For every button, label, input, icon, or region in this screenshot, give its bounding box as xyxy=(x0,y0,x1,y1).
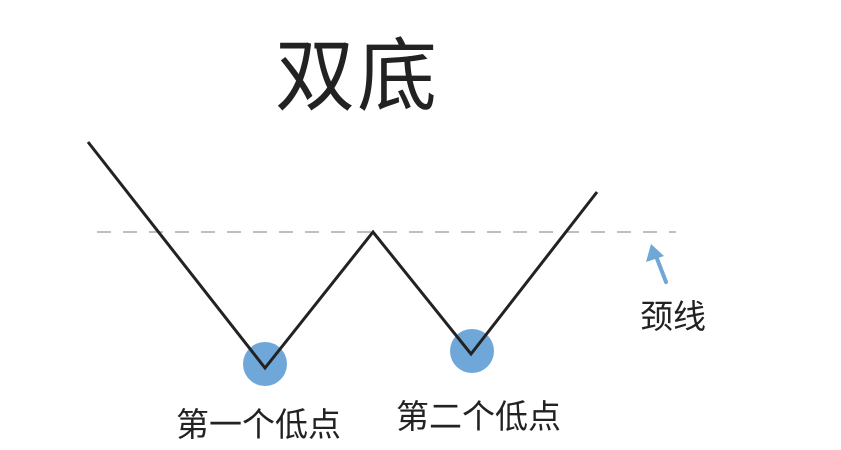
neckline-label: 颈线 xyxy=(640,297,706,336)
second-low-label: 第二个低点 xyxy=(396,397,561,436)
arrow-up-icon xyxy=(646,244,668,284)
first-low-label: 第一个低点 xyxy=(176,405,341,444)
price-path-line xyxy=(86,141,599,371)
diagram-title: 双底 xyxy=(275,30,439,123)
